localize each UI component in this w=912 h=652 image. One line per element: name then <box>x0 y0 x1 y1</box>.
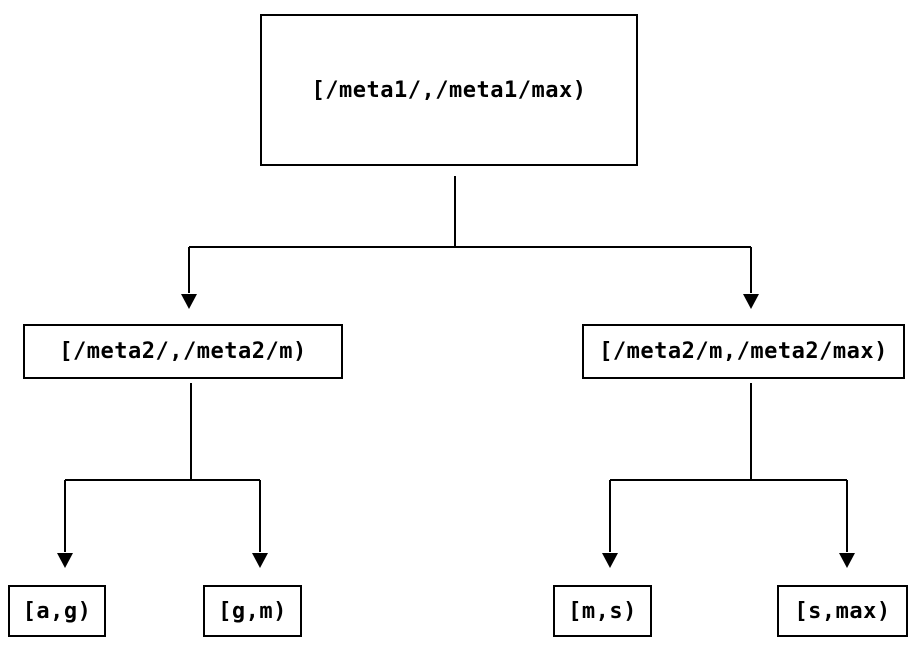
node-leaf-gm-label: [g,m) <box>218 598 287 624</box>
node-leaf-ms: [m,s) <box>553 585 652 637</box>
node-root-label: [/meta1/,/meta1/max) <box>311 77 587 103</box>
node-root: [/meta1/,/meta1/max) <box>260 14 638 166</box>
node-leaf-ag: [a,g) <box>8 585 106 637</box>
node-left-child-label: [/meta2/,/meta2/m) <box>59 339 307 364</box>
arrowhead-icon <box>181 294 197 309</box>
node-leaf-ms-label: [m,s) <box>568 598 637 624</box>
node-leaf-ag-label: [a,g) <box>22 598 92 624</box>
arrowhead-icon <box>743 294 759 309</box>
node-right-child-label: [/meta2/m,/meta2/max) <box>599 339 888 364</box>
arrowhead-icon <box>57 553 73 568</box>
arrowhead-icon <box>602 553 618 568</box>
arrowhead-icon <box>839 553 855 568</box>
node-leaf-gm: [g,m) <box>203 585 302 637</box>
node-left-child: [/meta2/,/meta2/m) <box>23 324 343 379</box>
node-right-child: [/meta2/m,/meta2/max) <box>582 324 905 379</box>
node-leaf-smax: [s,max) <box>777 585 908 637</box>
arrowhead-icon <box>252 553 268 568</box>
node-leaf-smax-label: [s,max) <box>794 598 891 624</box>
